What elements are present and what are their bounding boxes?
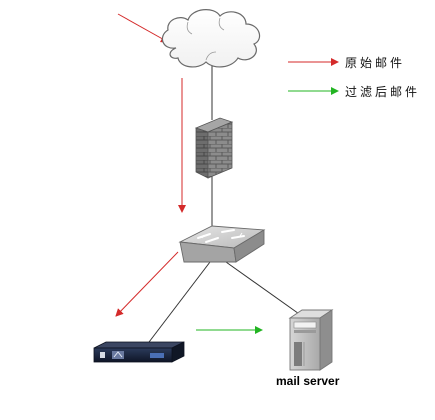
- link-switch-mailserver: [225, 261, 303, 317]
- red-arrow-switch-to-appliance: [115, 251, 179, 317]
- network-switch-icon: [178, 225, 266, 263]
- legend-filtered-mail-label: 过滤后邮件: [345, 85, 421, 99]
- firewall-brick-icon: [194, 117, 234, 179]
- red-arrow-incoming: [117, 13, 169, 43]
- tower-server-icon: [288, 309, 334, 371]
- mail-server-label: mail server: [276, 374, 340, 388]
- legend-original-mail-label: 原始邮件: [345, 56, 406, 70]
- rack-appliance-icon: [93, 341, 185, 363]
- cloud-icon: [161, 9, 261, 68]
- link-switch-appliance: [145, 261, 211, 347]
